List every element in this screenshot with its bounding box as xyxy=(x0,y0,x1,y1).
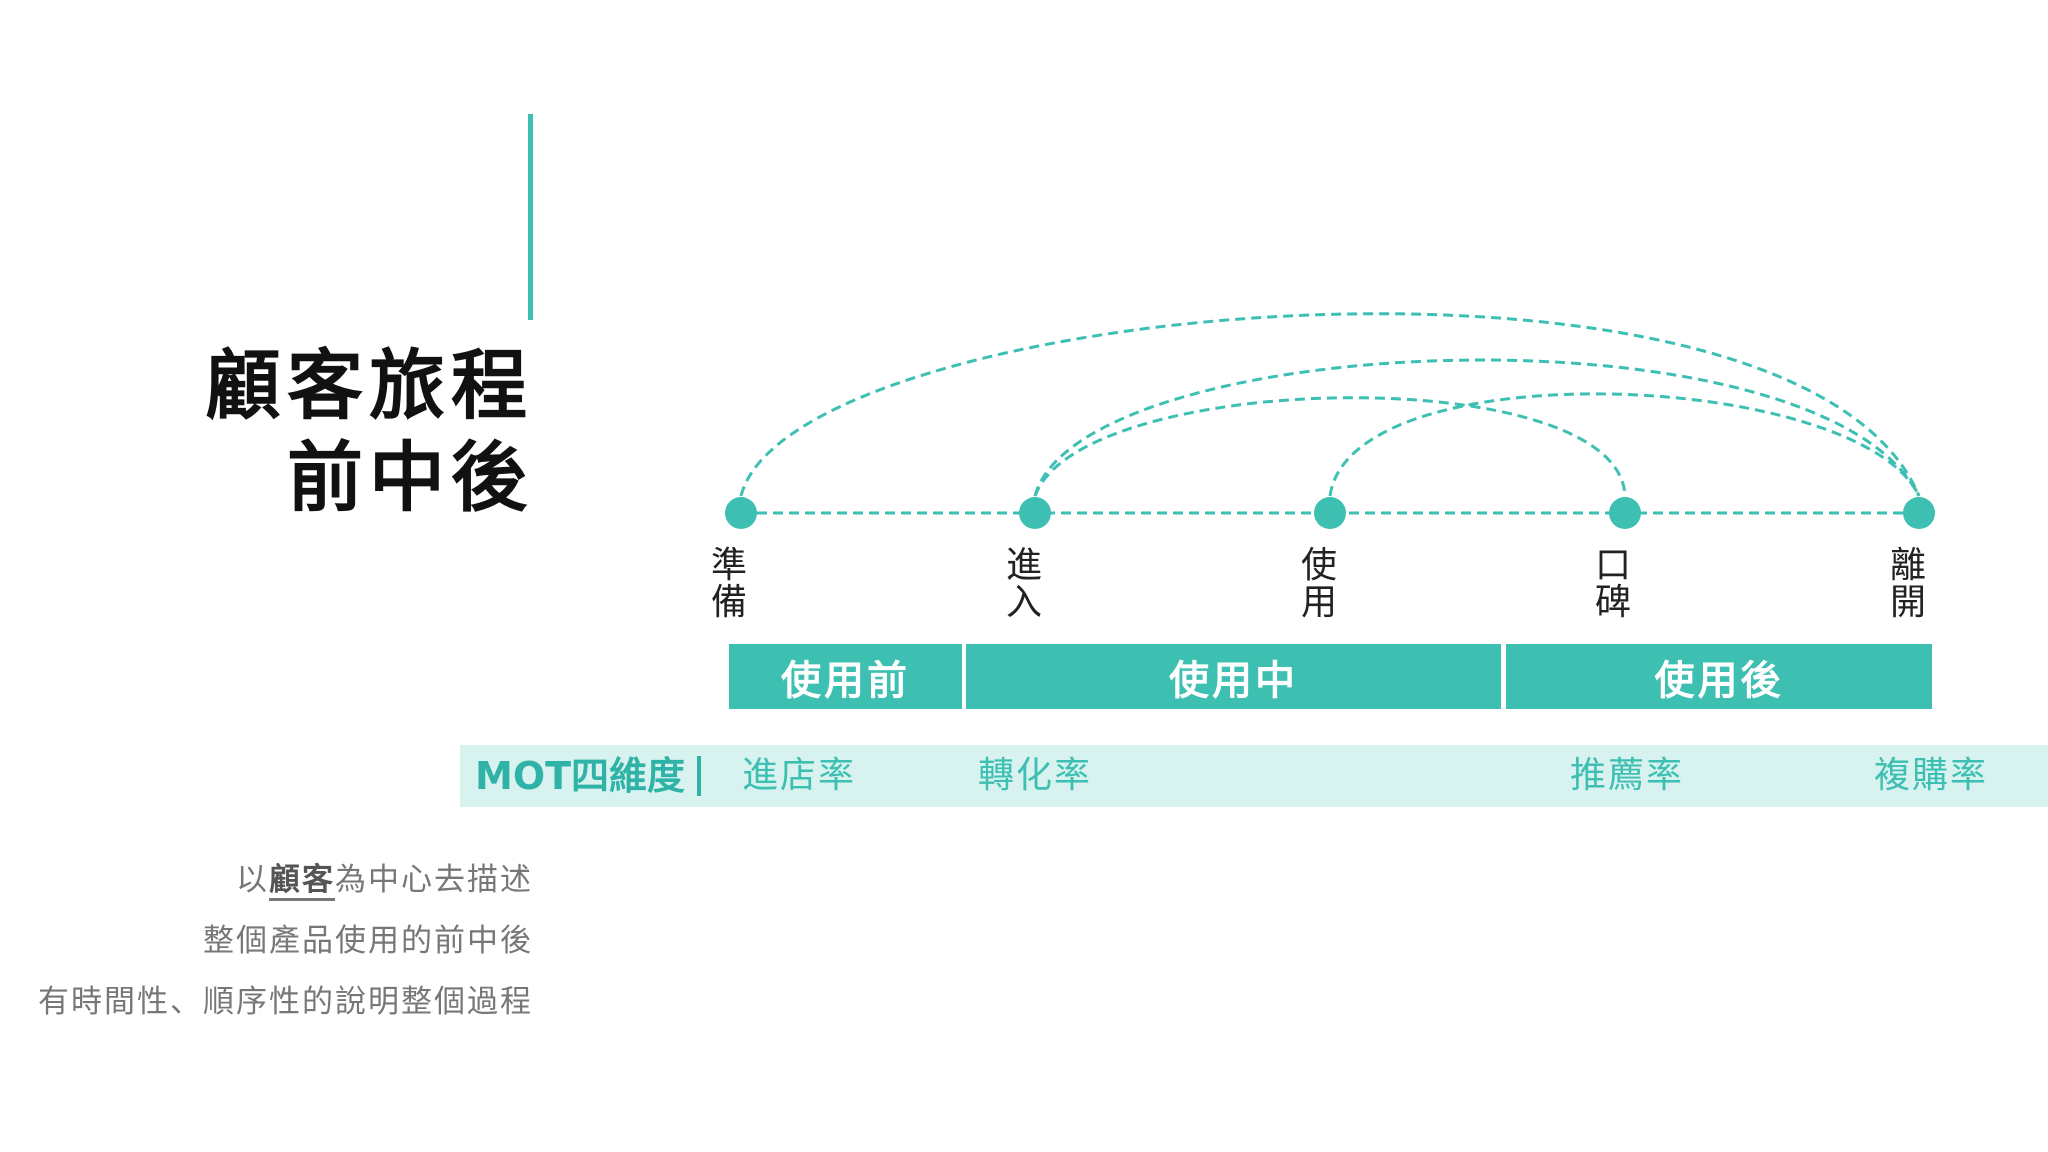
node-dot-leave xyxy=(1903,497,1935,529)
accent-bar xyxy=(528,114,533,320)
desc-line-3: 有時間性、順序性的說明整個過程 xyxy=(38,984,533,1020)
node-dot-enter xyxy=(1019,497,1051,529)
desc-line-2: 整個產品使用的前中後 xyxy=(203,923,533,959)
desc-line-1-prefix: 以 xyxy=(236,862,269,898)
mot-divider xyxy=(697,756,701,796)
node-label-use: 使用 xyxy=(1300,545,1337,623)
node-dot-use xyxy=(1314,497,1346,529)
metric-entry-rate: 進店率 xyxy=(742,755,857,796)
desc-line-1-suffix: 為中心去描述 xyxy=(335,862,533,898)
title-line-2: 前中後 xyxy=(287,433,533,522)
metric-conversion-rate: 轉化率 xyxy=(978,755,1093,796)
phase-during: 使用中 xyxy=(966,644,1501,709)
title-line-1: 顧客旅程 xyxy=(205,341,533,430)
arc-enter-to-wordofmouth xyxy=(1033,396,1627,497)
mot-band xyxy=(460,745,2048,807)
phase-during-label: 使用中 xyxy=(1169,657,1298,704)
node-label-enter: 進入 xyxy=(1005,545,1042,623)
metric-recommend-rate: 推薦率 xyxy=(1570,755,1685,796)
mot-label: MOT四維度 xyxy=(475,754,686,798)
node-dot-wordofmouth xyxy=(1609,497,1641,529)
node-dot-prepare xyxy=(725,497,757,529)
node-label-leave: 離開 xyxy=(1889,545,1926,623)
metric-repurchase-rate: 複購率 xyxy=(1874,755,1989,796)
node-label-wordofmouth: 口碑 xyxy=(1594,545,1631,623)
phase-before: 使用前 xyxy=(729,644,962,709)
phase-after: 使用後 xyxy=(1506,644,1932,709)
arc-enter-to-leave xyxy=(1033,358,1921,497)
arc-prepare-to-leave xyxy=(739,312,1921,497)
desc-line-1: 以顧客為中心去描述 xyxy=(236,860,533,901)
arc-use-to-leave xyxy=(1328,392,1921,497)
node-label-prepare: 準備 xyxy=(710,545,747,623)
phase-after-label: 使用後 xyxy=(1654,657,1784,704)
phase-before-label: 使用前 xyxy=(781,657,910,704)
desc-line-1-strong: 顧客 xyxy=(269,862,335,901)
